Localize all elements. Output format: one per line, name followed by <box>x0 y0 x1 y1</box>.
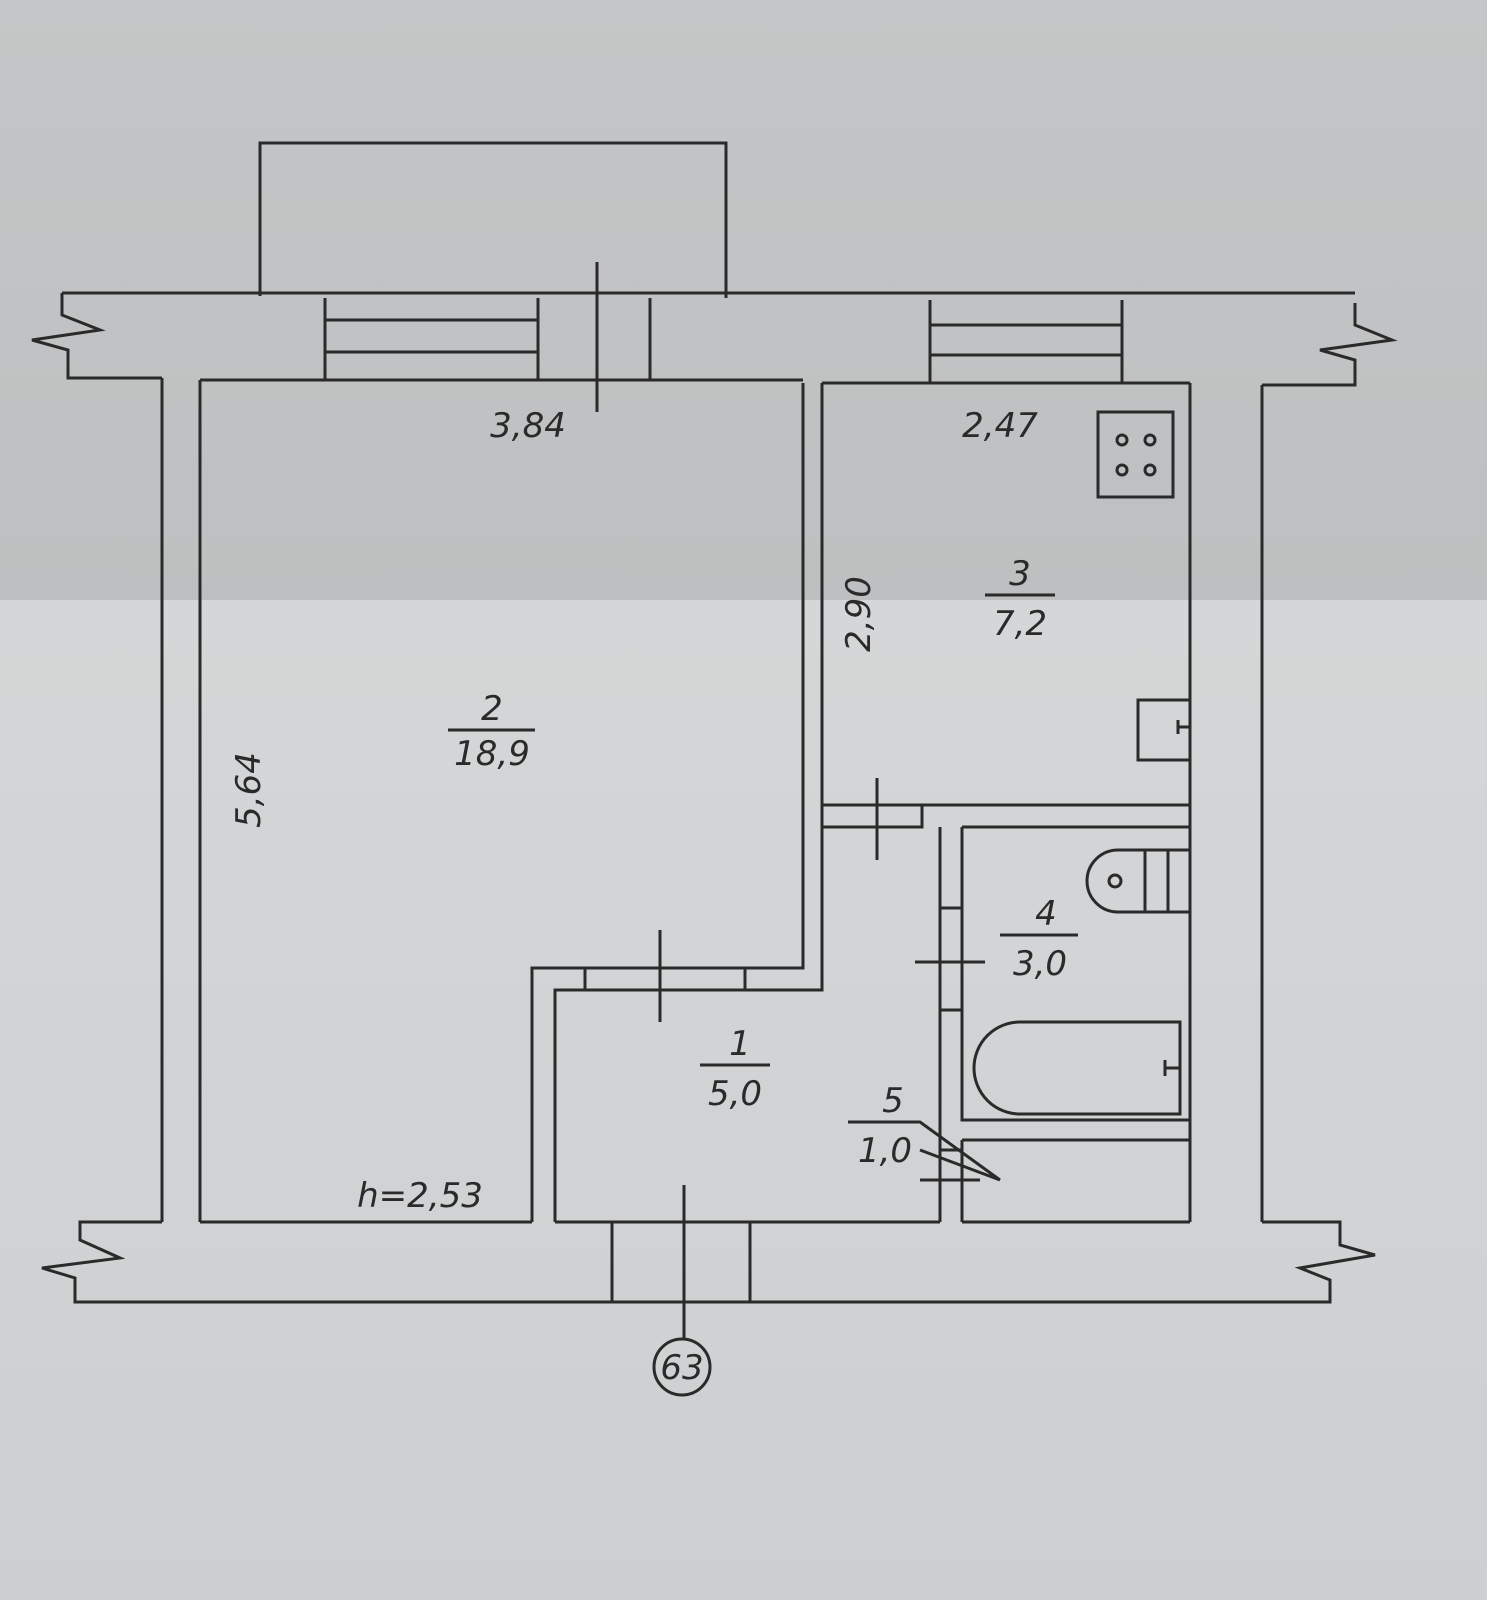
entrance-door <box>610 1185 752 1340</box>
balcony-door <box>595 262 652 412</box>
ceiling-height: h=2,53 <box>357 1176 483 1216</box>
closet-door <box>848 1120 1001 1182</box>
svg-text:1: 1 <box>729 1024 751 1064</box>
apartment-number-circle <box>652 1337 712 1397</box>
kitchen-door <box>822 778 924 860</box>
window-room-2 <box>323 298 540 380</box>
room-label-1: 1 5,0 <box>700 1024 770 1114</box>
window-kitchen <box>928 300 1124 383</box>
room-label-4: 4 3,0 <box>1000 894 1078 984</box>
room-label-5: 5 1,0 <box>858 1081 912 1171</box>
paper-lower-fold <box>0 600 1487 1600</box>
dim-room2-width: 3,84 <box>490 406 566 446</box>
svg-text:18,9: 18,9 <box>454 734 530 774</box>
partition-room2 <box>530 383 1190 1222</box>
room-label-3: 3 7,2 <box>985 554 1055 644</box>
room-label-2: 2 18,9 <box>448 689 535 774</box>
svg-text:3,0: 3,0 <box>1013 944 1067 984</box>
svg-text:5: 5 <box>882 1081 904 1121</box>
toilet-icon <box>1085 848 1190 914</box>
svg-text:5,0: 5,0 <box>708 1074 762 1114</box>
bottom-wall <box>41 1220 1376 1304</box>
stove-icon <box>1096 410 1175 499</box>
paper-upper-fold <box>0 0 1487 600</box>
left-wall <box>160 378 202 1222</box>
balcony <box>258 141 728 298</box>
right-wall <box>1188 383 1264 1222</box>
dim-kitchen-width: 2,47 <box>962 406 1038 446</box>
svg-text:3: 3 <box>1009 554 1031 594</box>
svg-text:2: 2 <box>481 689 503 729</box>
dim-room2-depth: 5,64 <box>229 752 269 828</box>
bathtub-icon <box>972 1020 1182 1116</box>
svg-text:1,0: 1,0 <box>858 1131 912 1171</box>
svg-text:4: 4 <box>1035 894 1057 934</box>
top-wall <box>31 291 1398 387</box>
svg-text:7,2: 7,2 <box>993 604 1047 644</box>
dim-kitchen-depth: 2,90 <box>839 576 879 652</box>
sink-icon <box>1136 698 1190 762</box>
apartment-number: 63 <box>660 1348 703 1388</box>
